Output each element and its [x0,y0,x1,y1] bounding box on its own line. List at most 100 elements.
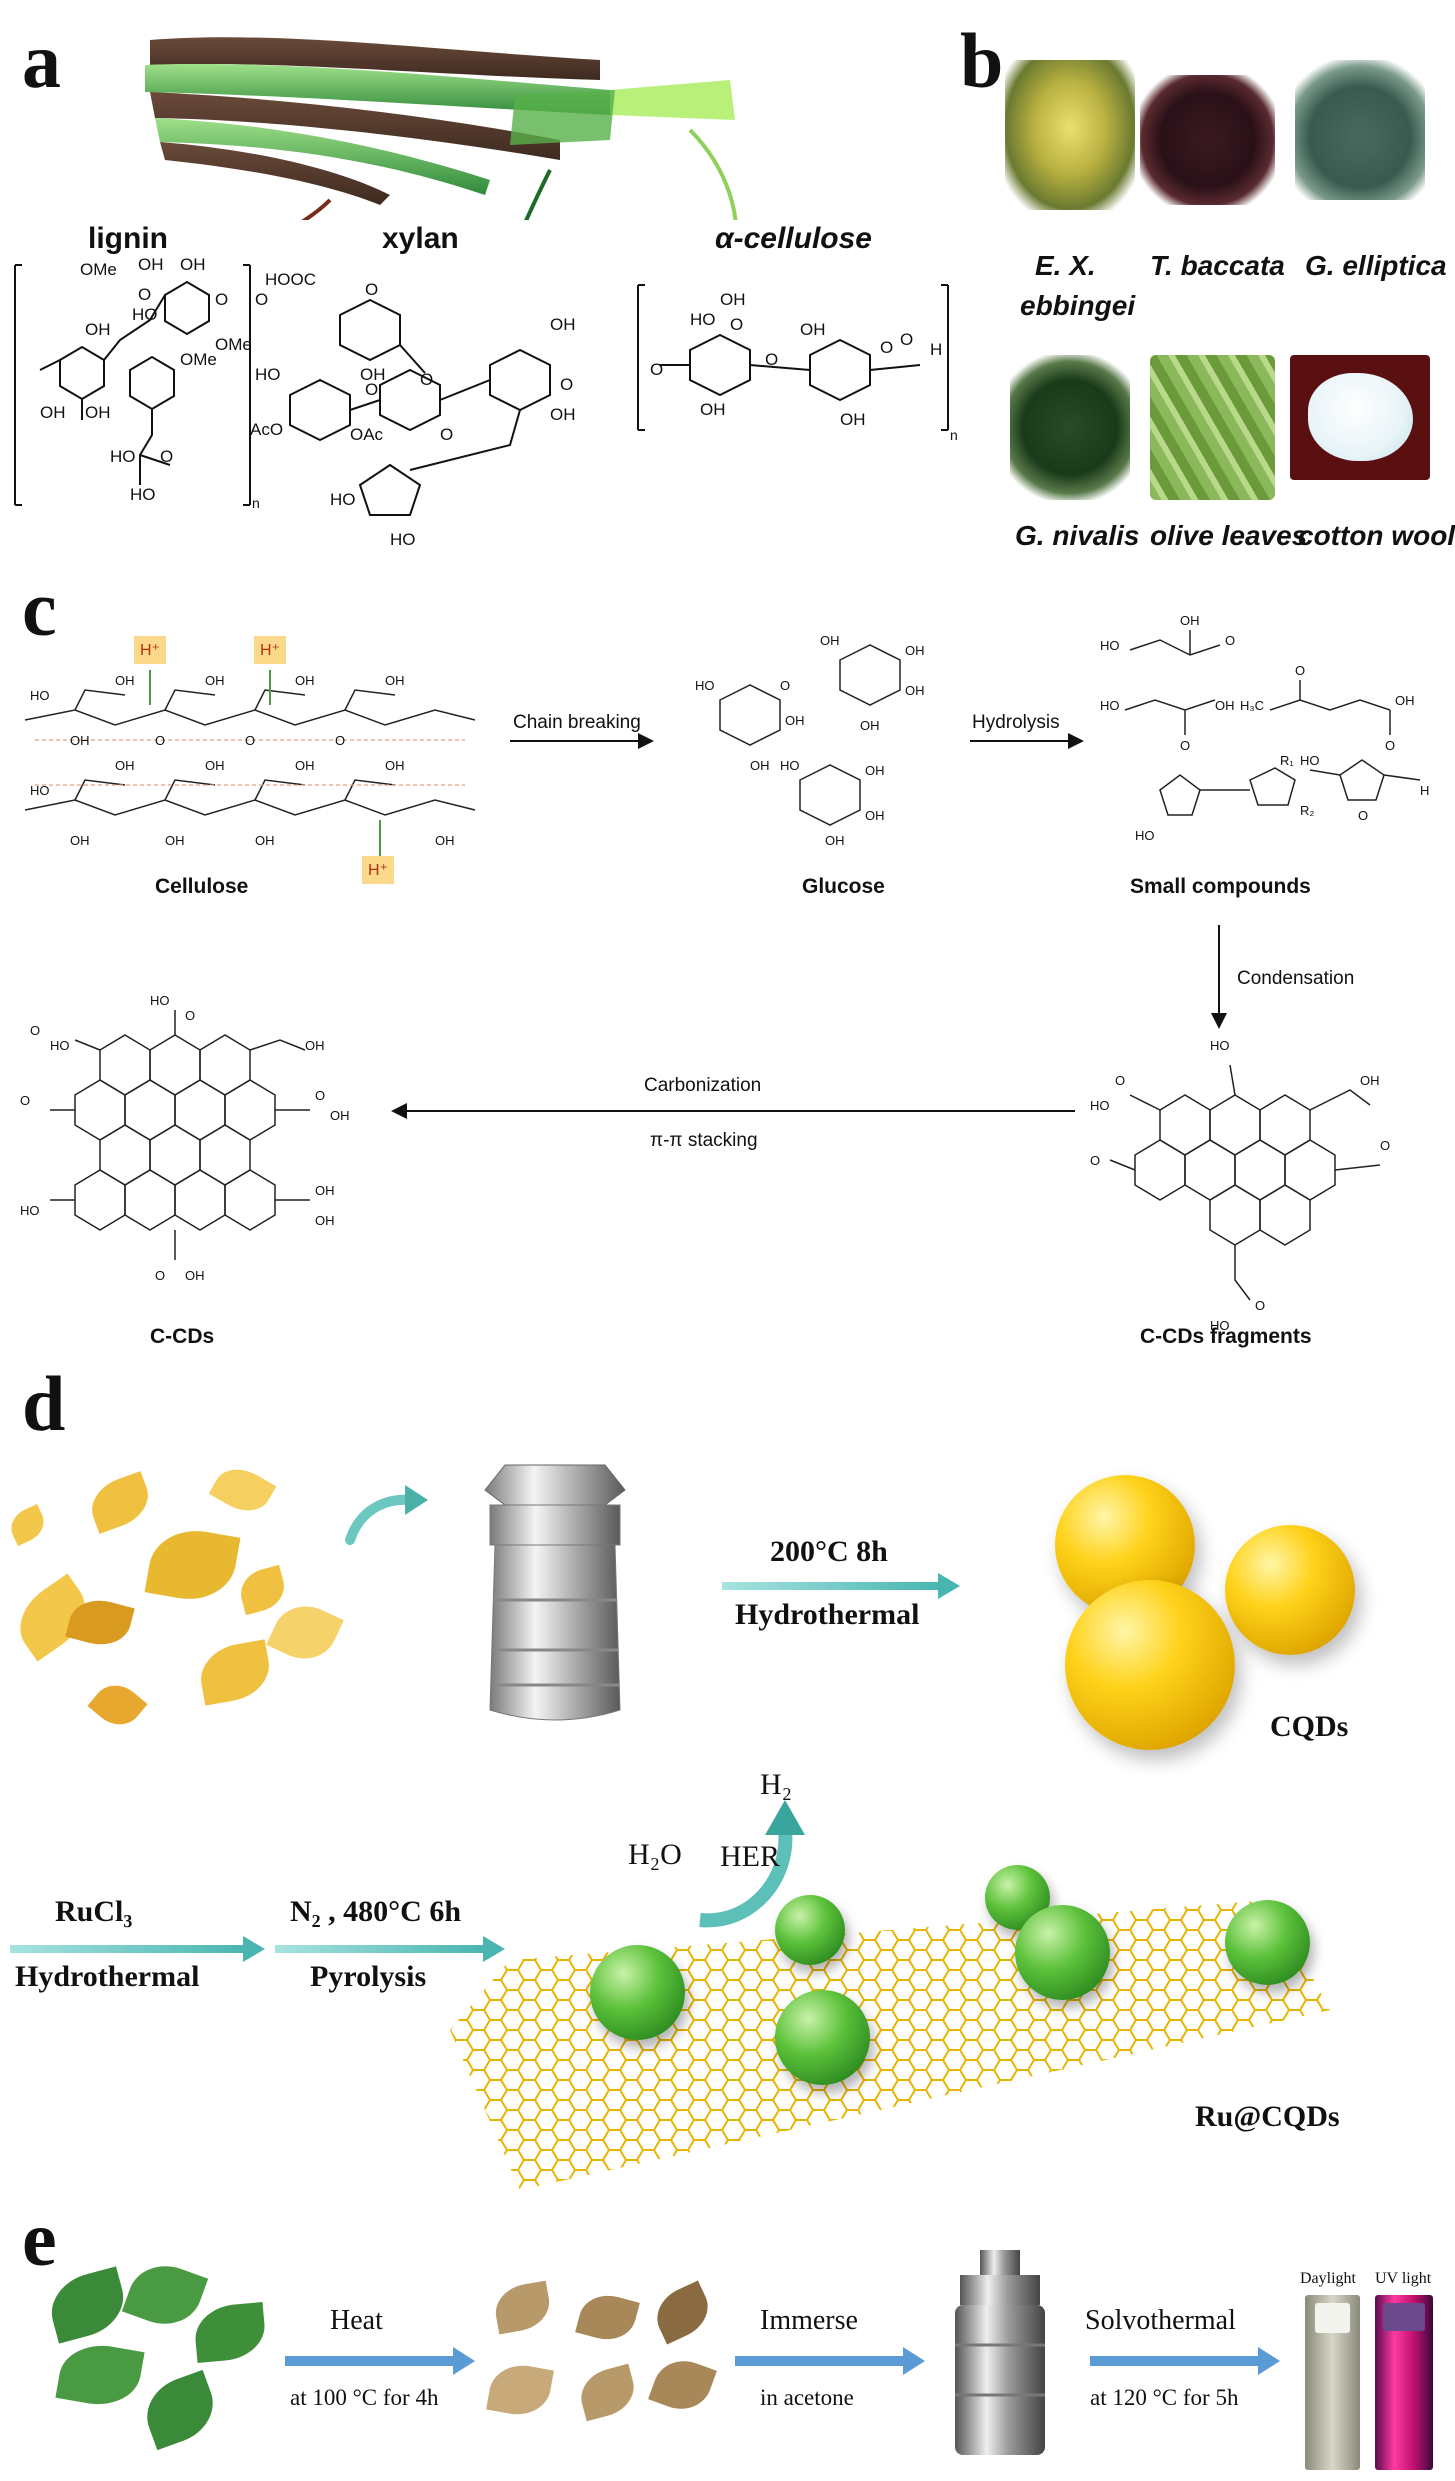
svg-text:H: H [1420,783,1429,798]
label-ebbingei-line2: ebbingei [1020,290,1136,321]
dried-leaf [491,2280,554,2335]
svg-text:HO: HO [130,485,156,504]
e-arrow-immerse [735,2347,925,2375]
svg-text:OH: OH [750,758,770,773]
e-step1-label: Heat [330,2305,383,2336]
dried-leaf [575,2288,640,2347]
svg-text:OH: OH [840,410,866,429]
svg-text:HO: HO [390,530,416,549]
svg-text:O: O [1358,808,1368,823]
label-ru-cqds: Ru@CQDs [1195,2100,1340,2133]
svg-text:OH: OH [825,833,845,848]
ru-nanoparticle [775,1990,870,2085]
svg-text:HO: HO [1210,1038,1230,1053]
svg-text:HO: HO [1100,698,1120,713]
curved-arrow-icon [345,1485,428,1545]
dried-leaf [575,2363,640,2422]
svg-text:O: O [900,330,913,349]
svg-text:O: O [138,285,151,304]
e-step3-condition: at 120 °C for 5h [1090,2385,1239,2410]
label-alpha-cellulose: α-cellulose [715,222,872,255]
svg-text:O: O [335,733,345,748]
svg-text:O: O [780,678,790,693]
svg-text:O: O [560,375,573,394]
svg-text:O: O [155,733,165,748]
ginkgo-leaf [235,1564,290,1616]
svg-text:HO: HO [1135,828,1155,843]
arrow-hydrolysis [970,733,1084,749]
svg-text:R₂: R₂ [1300,803,1314,818]
svg-text:O: O [255,290,268,309]
svg-text:O: O [1385,738,1395,753]
svg-text:O: O [420,370,433,389]
photo-g-elliptica [1295,60,1425,200]
svg-text:O: O [1255,1298,1265,1313]
d-step2-reagent: RuCl₃ [55,1895,133,1928]
label-daylight: Daylight [1300,2270,1356,2287]
ru-nanoparticle [775,1895,845,1965]
svg-text:OH: OH [180,255,206,274]
svg-text:OH: OH [435,833,455,848]
e-arrow-heat [285,2347,475,2375]
proton-marker-1: H⁺ [134,636,166,664]
label-ebbingei-line1: E. X. [1035,250,1096,281]
svg-text:O: O [315,1088,325,1103]
svg-text:HO: HO [780,758,800,773]
svg-text:OH: OH [720,290,746,309]
svg-text:OAc: OAc [350,425,384,444]
fiber-bundle-illustration [145,37,738,220]
autoclave-reactor [484,1464,626,1721]
svg-text:OH: OH [255,833,275,848]
vial-daylight [1305,2295,1360,2470]
svg-text:HOOC: HOOC [265,270,316,289]
proton-marker-3: H⁺ [362,856,394,884]
ginkgo-leaf [266,1594,344,1671]
photo-cotton-wool [1290,355,1430,480]
svg-text:n: n [950,427,958,443]
svg-text:OMe: OMe [80,260,117,279]
ginkgo-leaf [87,1675,148,1735]
svg-text:HO: HO [150,993,170,1008]
e-step1-condition: at 100 °C for 4h [290,2385,439,2410]
autoclave-small [955,2250,1045,2455]
d-step3-condition: N₂ , 480°C 6h [290,1895,462,1928]
graphene-sheet [450,1900,1330,2190]
svg-text:OH: OH [295,758,315,773]
svg-text:OH: OH [40,403,66,422]
ru-nanoparticle [1015,1905,1110,2000]
svg-text:OH: OH [700,400,726,419]
svg-text:OH: OH [205,758,225,773]
label-pi-pi-stacking: π-π stacking [650,1130,758,1151]
svg-text:O: O [730,315,743,334]
d-arrow-hydrothermal [722,1573,960,1599]
svg-text:OH: OH [860,718,880,733]
d-step1-method: Hydrothermal [735,1598,920,1631]
svg-text:OH: OH [550,315,576,334]
svg-text:O: O [1295,663,1305,678]
svg-text:OH: OH [138,255,164,274]
svg-text:n: n [252,495,260,511]
svg-text:HO: HO [695,678,715,693]
svg-text:HO: HO [1090,1098,1110,1113]
svg-text:OH: OH [785,713,805,728]
svg-text:O: O [160,447,173,466]
d-arrow-pyrolysis [275,1936,505,1962]
label-h2o: H₂O [628,1838,682,1871]
proton-marker-2: H⁺ [254,636,286,664]
label-c-cds: C-CDs [150,1325,215,1348]
svg-text:OH: OH [305,1038,325,1053]
vial-uv-light [1375,2295,1433,2470]
svg-text:HO: HO [30,688,50,703]
svg-text:OH: OH [115,758,135,773]
svg-text:OH: OH [1395,693,1415,708]
green-leaf [121,2254,209,2336]
svg-text:H: H [930,340,942,359]
svg-text:OH: OH [905,643,925,658]
svg-text:OMe: OMe [215,335,252,354]
svg-text:OMe: OMe [180,350,217,369]
